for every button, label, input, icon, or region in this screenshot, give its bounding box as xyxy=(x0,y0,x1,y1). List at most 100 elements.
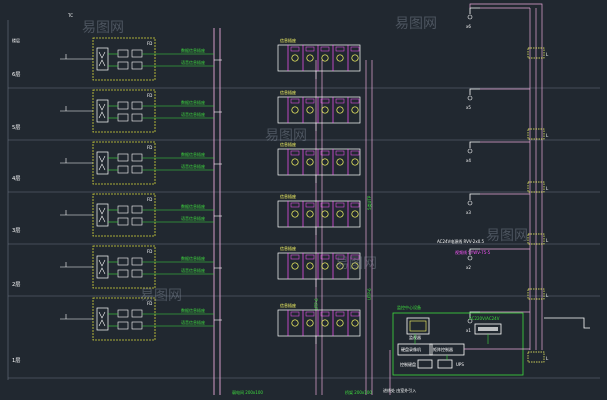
patch-box xyxy=(131,113,143,122)
outlet-label-box xyxy=(320,98,330,104)
outlet-label-box xyxy=(335,98,345,104)
outlet-label-box xyxy=(305,98,315,104)
camera-unit: x4L xyxy=(466,141,549,193)
junction-box xyxy=(527,288,545,300)
floor-label-2: 2层 xyxy=(12,281,21,288)
ups-label: UPS xyxy=(456,362,464,367)
outlet-label-box xyxy=(290,254,300,260)
floor-label-5: 5层 xyxy=(12,124,21,131)
outlet-socket xyxy=(306,54,314,62)
outlet-group-title: 信息插座 xyxy=(280,245,296,251)
watermark-3: 易图网 xyxy=(395,16,437,32)
camera-tag: x3 xyxy=(466,210,471,215)
outlet-group: 信息插座 xyxy=(277,141,361,183)
outlet-group: 信息插座 xyxy=(277,245,361,287)
monitor-box xyxy=(406,317,430,335)
outlet-socket xyxy=(336,158,344,166)
outlet-frame xyxy=(277,148,361,176)
outlet-label-box xyxy=(320,254,330,260)
ups-box xyxy=(437,359,453,369)
outlet-frame xyxy=(277,200,361,228)
junction-box xyxy=(527,233,545,245)
outlet-socket xyxy=(291,106,299,114)
power-supply-face xyxy=(478,327,498,331)
patch-box xyxy=(131,101,143,110)
switch-box xyxy=(96,203,109,227)
camera-top-loop xyxy=(469,3,543,8)
panel-out-label-voice: 语音信息插座 xyxy=(181,111,205,117)
panel-out-label-data: 数据信息插座 xyxy=(181,99,205,105)
patch-box xyxy=(131,61,143,70)
panel-tag: FD xyxy=(147,301,152,306)
floor-label-1: 1层 xyxy=(12,357,21,364)
floor-label-4: 4层 xyxy=(12,175,21,182)
patch-box xyxy=(131,269,143,278)
outlet-label-box xyxy=(335,202,345,208)
outlet-group-title: 信息插座 xyxy=(280,302,296,308)
patch-box xyxy=(117,49,129,58)
patch-box xyxy=(131,217,143,226)
outlet-label-box xyxy=(290,46,300,52)
outlet-group-title: 信息插座 xyxy=(280,193,296,199)
junction-box xyxy=(527,47,545,59)
outlet-label-box xyxy=(305,311,315,317)
distribution-panels: FD数据信息插座语音信息插座FD数据信息插座语音信息插座FD数据信息插座语音信息… xyxy=(60,37,222,341)
outlet-socket xyxy=(306,210,314,218)
patch-box xyxy=(131,321,143,330)
outlet-label-box xyxy=(335,311,345,317)
keyboard-label: 控制键盘 xyxy=(400,361,416,367)
outlet-label-box xyxy=(290,202,300,208)
outlet-label-box xyxy=(290,150,300,156)
camera-tag: x6 xyxy=(466,24,471,29)
outlet-socket xyxy=(351,262,359,270)
outlet-label-box xyxy=(350,202,360,208)
outlet-group: 信息插座 xyxy=(277,193,361,235)
bottom-label-2: 桥架 200x100 xyxy=(345,389,372,395)
patch-box xyxy=(117,165,129,174)
camera-tag: x2 xyxy=(466,265,471,270)
power-line-label: AC24V电源线 RVV-2x0.5 xyxy=(437,238,485,244)
patch-box xyxy=(131,309,143,318)
control-room: 监控中心设备 监视器 AC220V/AC24V 硬盘录像机 矩阵控制器 控制键盘… xyxy=(392,304,530,376)
switch-symbol xyxy=(98,259,106,275)
camera-tag: x4 xyxy=(466,158,471,163)
outlet-label-box xyxy=(290,98,300,104)
outlet-label-box xyxy=(350,98,360,104)
junction-box xyxy=(527,181,545,193)
outlet-frame xyxy=(277,96,361,124)
outlet-socket xyxy=(306,106,314,114)
camera-unit: x6L xyxy=(466,7,549,59)
control-room-frame xyxy=(392,312,524,376)
patch-box xyxy=(117,61,129,70)
junction-tag: L xyxy=(546,186,549,191)
patch-box xyxy=(117,321,129,330)
camera-lens xyxy=(467,200,473,206)
outlet-group: 信息插座 xyxy=(277,89,361,131)
watermark-6: 易图网 xyxy=(335,256,377,272)
outlet-socket xyxy=(306,158,314,166)
switch-symbol xyxy=(98,155,106,171)
patch-box xyxy=(117,153,129,162)
power-supply-label: AC220V/AC24V xyxy=(469,316,500,321)
floor-label-3: 3层 xyxy=(12,227,21,234)
floor-column-title: 楼层 xyxy=(12,37,20,43)
floor-lines xyxy=(7,20,600,380)
panel-tag: FD xyxy=(147,41,152,46)
outlet-label-box xyxy=(350,46,360,52)
outlet-label-box xyxy=(290,311,300,317)
outlet-socket xyxy=(321,262,329,270)
switch-symbol xyxy=(98,207,106,223)
outlet-frame xyxy=(277,44,361,72)
recorder-label: 硬盘录像机 xyxy=(401,346,421,352)
camera-unit: x2L xyxy=(466,248,549,300)
outlet-label-box xyxy=(335,46,345,52)
switch-box xyxy=(96,307,109,331)
camera-unit: x3L xyxy=(466,193,549,245)
outlet-group-title: 信息插座 xyxy=(280,141,296,147)
camera-lens xyxy=(467,255,473,261)
switch-box xyxy=(96,47,109,71)
outlet-group-title: 信息插座 xyxy=(280,37,296,43)
